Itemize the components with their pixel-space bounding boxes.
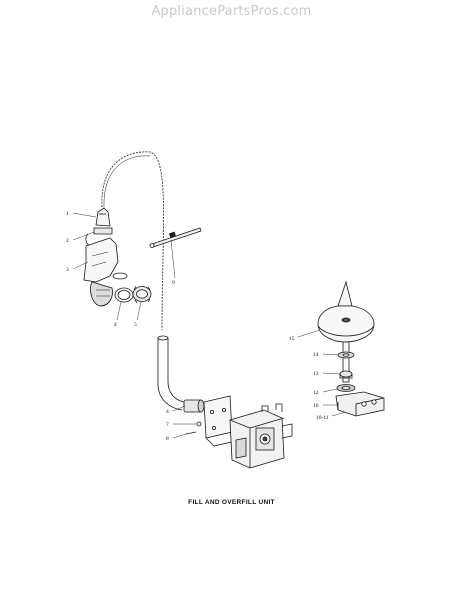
float-seal — [336, 384, 356, 392]
hose — [157, 335, 185, 411]
callout-10-11: 10-11 — [316, 415, 329, 421]
callout-15: 15 — [289, 336, 295, 342]
watermark: AppliancePartsPros.com — [151, 4, 312, 19]
callout-13: 13 — [313, 371, 319, 377]
callout-1: 1 — [66, 211, 69, 217]
callout-8: 8 — [166, 436, 169, 442]
callout-4-gasket: 4 — [114, 322, 117, 328]
float-stem — [342, 341, 350, 383]
callout-12: 12 — [313, 390, 319, 396]
cable-tie — [149, 227, 202, 248]
callout-5: 5 — [134, 322, 137, 328]
float-nut — [339, 370, 353, 379]
callout-9: 9 — [172, 280, 175, 286]
hose-fitting — [183, 399, 205, 435]
callout-2: 2 — [66, 238, 69, 244]
callout-16: 16 — [313, 403, 319, 409]
callout-14: 14 — [313, 352, 319, 358]
callout-7: 7 — [166, 422, 169, 428]
float-assembly — [317, 280, 375, 343]
fill-valve — [229, 403, 293, 469]
locknut — [132, 285, 152, 304]
fill-nozzle-assembly — [83, 207, 128, 307]
diagram-caption: FILL AND OVERFILL UNIT — [188, 499, 275, 506]
float-switch-housing — [335, 391, 385, 417]
gasket-ring — [114, 287, 134, 303]
leader-lines — [72, 212, 347, 439]
float-washer — [337, 351, 355, 359]
callout-3: 3 — [66, 267, 69, 273]
callout-4-fitting: 4 — [166, 409, 169, 415]
